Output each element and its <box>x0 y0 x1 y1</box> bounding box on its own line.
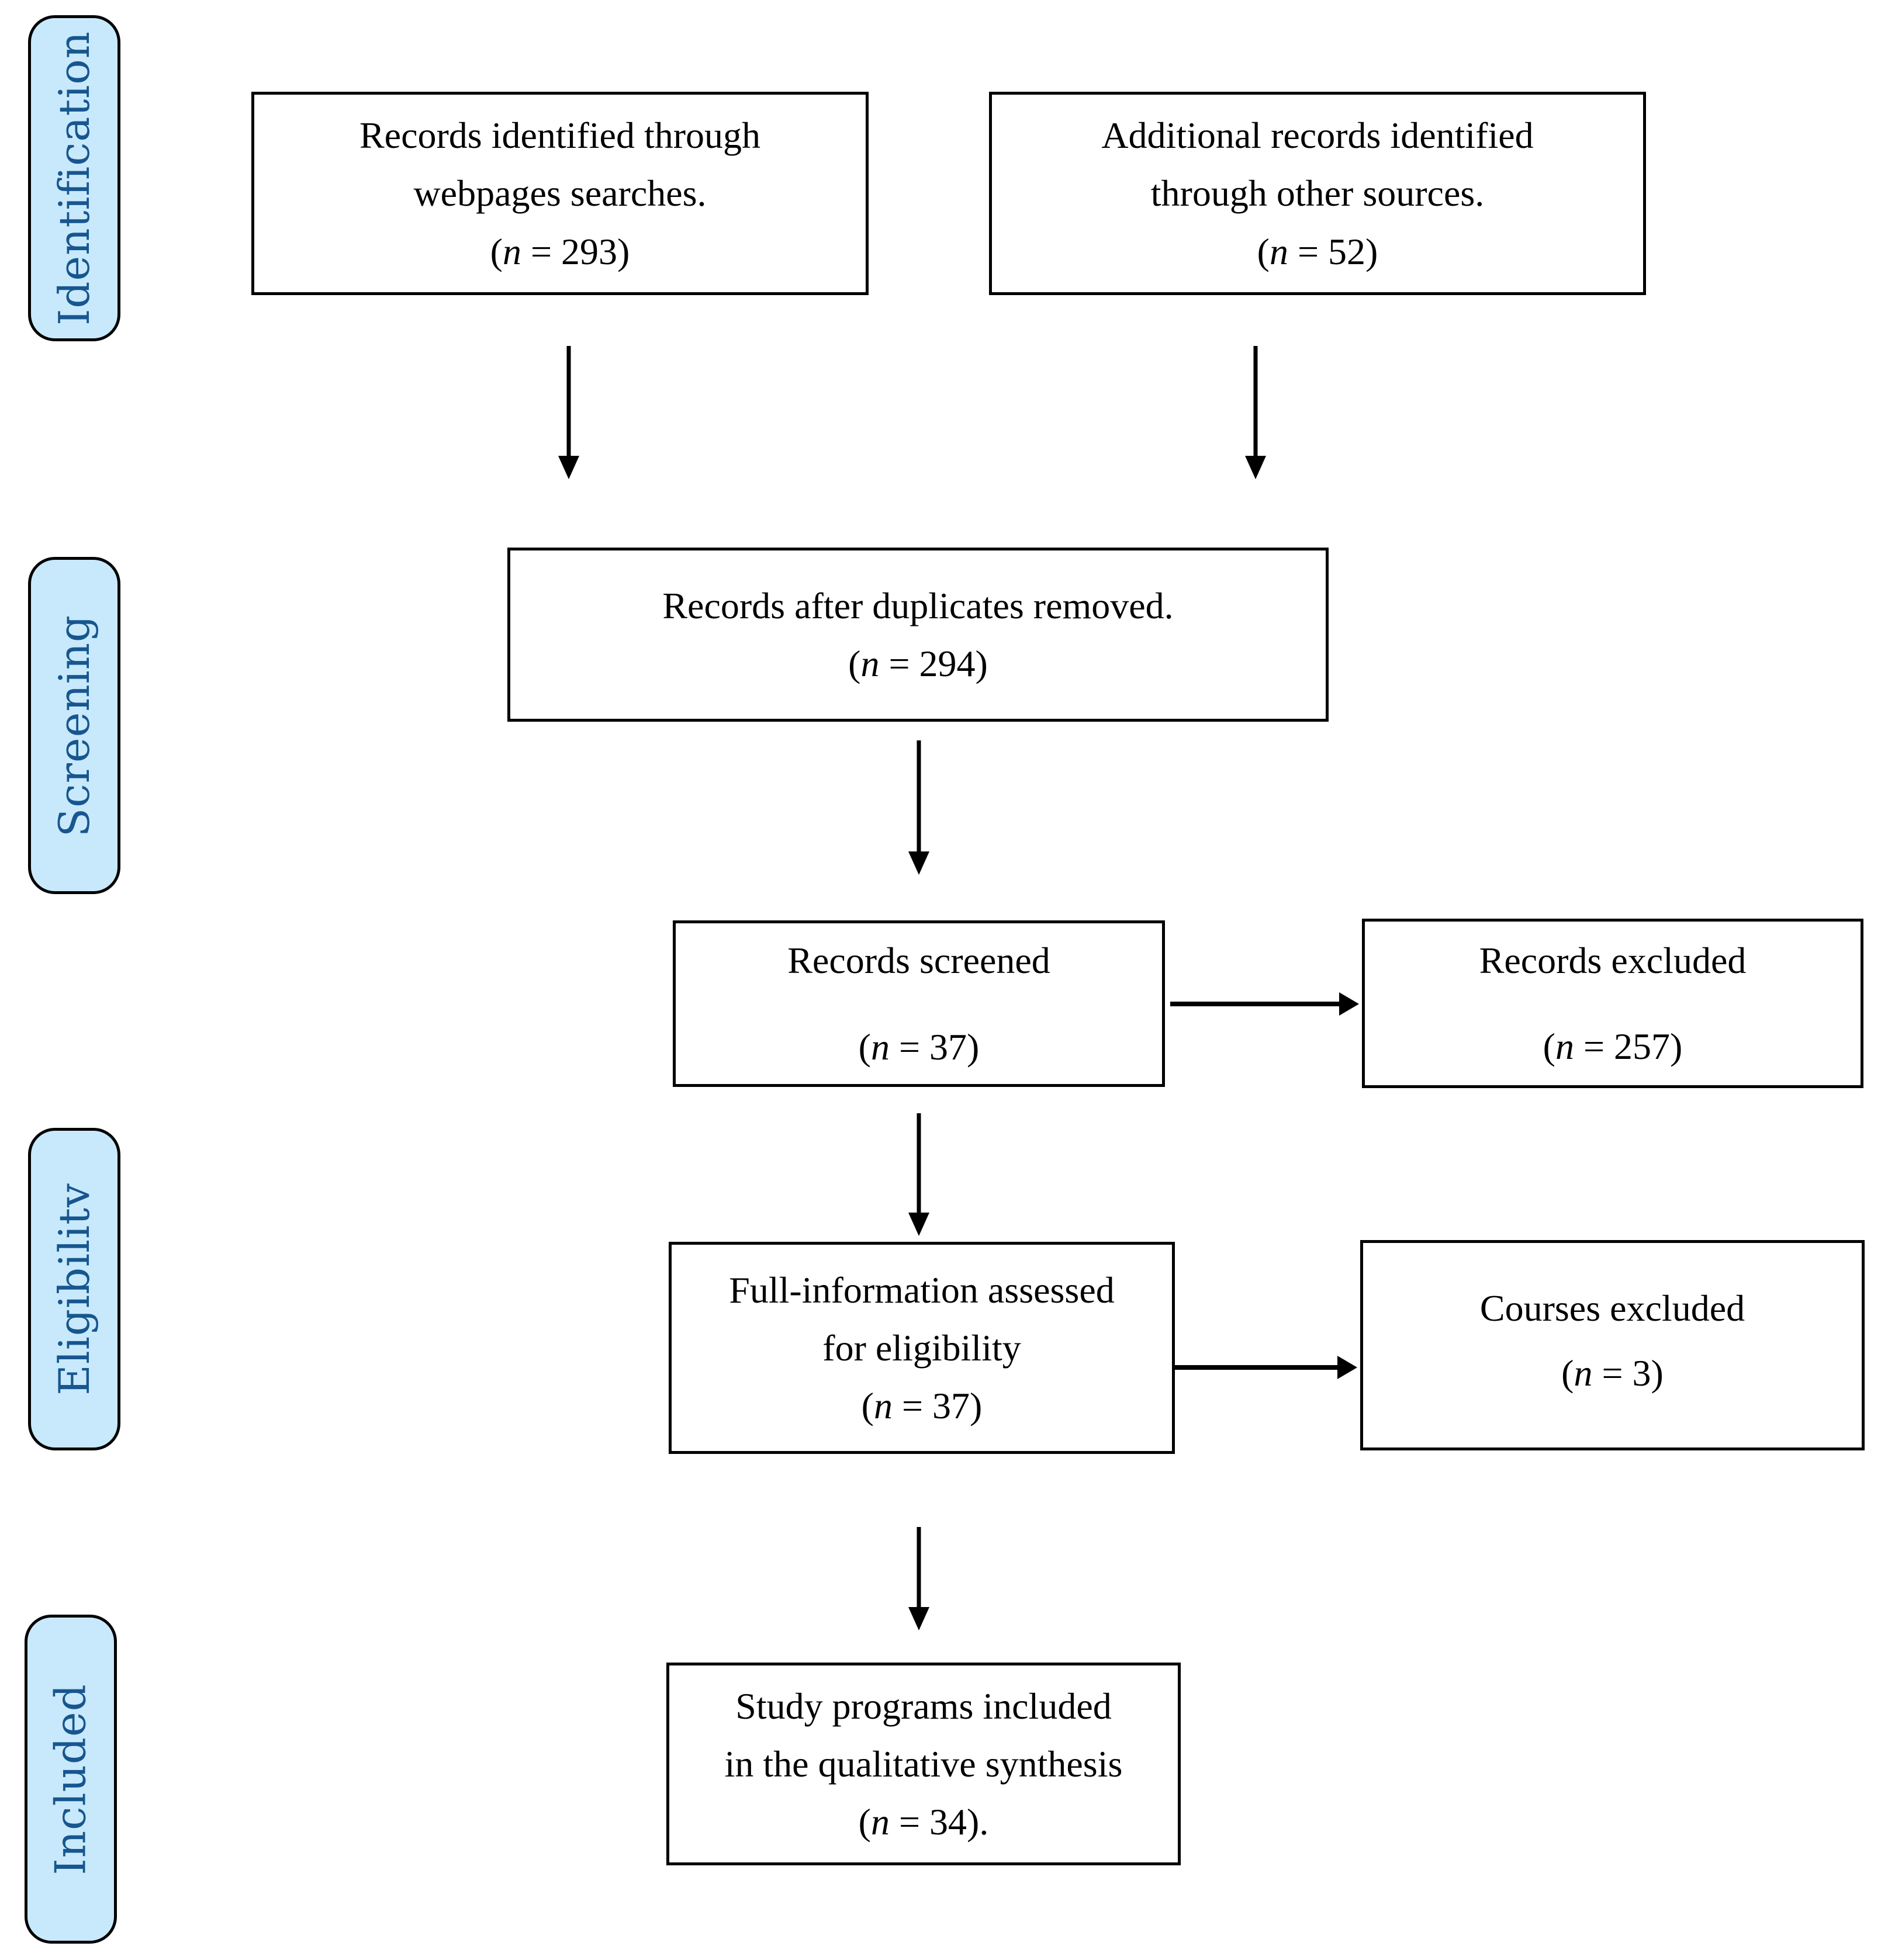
box-records-excluded-count: (n = 257) <box>1543 1026 1683 1067</box>
box-duplicates-removed: Records after duplicates removed. (n = 2… <box>507 548 1329 722</box>
arrow-stem <box>917 1113 921 1213</box>
arrow-duplicates-to-screened <box>908 740 929 875</box>
count-n-italic: n <box>502 230 521 272</box>
box-records-identified: Records identified through webpages sear… <box>251 92 869 295</box>
arrow-stem <box>917 740 921 851</box>
box-records-identified-count: (n = 293) <box>490 230 630 272</box>
stage-pill-screening: Screening <box>28 557 120 894</box>
stage-pill-eligibility: Eligibilitv <box>28 1128 120 1450</box>
count-n-italic: n <box>1269 230 1288 272</box>
arrow-stem <box>1253 346 1258 456</box>
box-full-information-count: (n = 37) <box>861 1385 983 1427</box>
arrow-stem <box>566 346 571 456</box>
count-n-italic: n <box>873 1385 893 1427</box>
arrow-head-down-icon <box>908 851 929 875</box>
box-study-programs-line2: in the qualitative synthesis <box>724 1743 1123 1785</box>
arrow-stem <box>917 1527 921 1607</box>
box-records-screened-count: (n = 37) <box>858 1026 980 1068</box>
arrow-head-down-icon <box>908 1607 929 1630</box>
count-n-italic: n <box>860 643 880 684</box>
stage-label-eligibility: Eligibilitv <box>50 1183 99 1395</box>
box-records-identified-line2: webpages searches. <box>413 172 707 214</box>
arrow-stem <box>1172 1365 1337 1370</box>
box-study-programs-count: (n = 34). <box>858 1801 989 1843</box>
box-records-excluded-line1: Records excluded <box>1479 939 1747 981</box>
count-n-italic: n <box>1574 1352 1593 1394</box>
count-n-italic: n <box>870 1801 890 1843</box>
box-courses-excluded-line1: Courses excluded <box>1479 1287 1745 1329</box>
box-full-information-line1: Full-information assessed <box>729 1269 1115 1311</box>
box-full-information-line2: for eligibility <box>822 1327 1021 1369</box>
box-additional-records-count: (n = 52) <box>1257 230 1378 272</box>
arrow-head-down-icon <box>1245 456 1266 479</box>
box-duplicates-removed-line1: Records after duplicates removed. <box>662 584 1174 626</box>
box-records-identified-line1: Records identified through <box>359 115 761 157</box>
box-courses-excluded: Courses excluded (n = 3) <box>1360 1240 1865 1450</box>
box-records-screened-line1: Records screened <box>787 940 1050 982</box>
stage-label-screening: Screening <box>50 614 99 837</box>
box-study-programs-included: Study programs included in the qualitati… <box>666 1663 1181 1865</box>
box-duplicates-removed-count: (n = 294) <box>848 643 988 684</box>
box-additional-records: Additional records identified through ot… <box>989 92 1646 295</box>
arrow-head-down-icon <box>558 456 579 479</box>
arrow-head-right-icon <box>1339 992 1359 1016</box>
count-n-italic: n <box>1555 1026 1574 1067</box>
stage-label-included: Included <box>46 1683 96 1875</box>
box-courses-excluded-count: (n = 3) <box>1561 1352 1664 1394</box>
arrow-screened-to-excluded <box>1170 991 1359 1017</box>
arrow-identified-to-duplicates <box>558 346 579 479</box>
stage-pill-included: Included <box>25 1615 117 1944</box>
box-additional-records-line2: through other sources. <box>1150 172 1485 214</box>
arrow-head-right-icon <box>1337 1356 1357 1379</box>
arrow-stem <box>1170 1002 1339 1006</box>
arrow-screened-to-fullinfo <box>908 1113 929 1236</box>
arrow-fullinfo-to-courses <box>1172 1355 1357 1380</box>
arrow-fullinfo-to-study <box>908 1527 929 1630</box>
box-additional-records-line1: Additional records identified <box>1101 115 1534 157</box>
box-full-information: Full-information assessed for eligibilit… <box>669 1242 1175 1454</box>
arrow-head-down-icon <box>908 1213 929 1236</box>
count-n-italic: n <box>870 1026 890 1068</box>
box-records-excluded: Records excluded (n = 257) <box>1362 919 1863 1088</box>
stage-pill-identification: Identification <box>28 15 120 341</box>
arrow-additional-to-duplicates <box>1245 346 1266 479</box>
stage-label-identification: Identification <box>50 30 99 326</box>
box-records-screened: Records screened (n = 37) <box>673 920 1165 1087</box>
box-study-programs-line1: Study programs included <box>735 1685 1112 1727</box>
